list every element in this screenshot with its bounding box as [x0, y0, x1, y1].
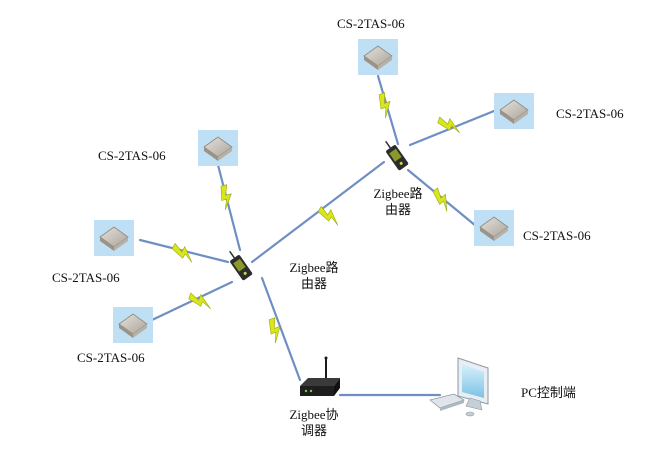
sensor-module-icon [479, 216, 509, 241]
router-label-line2: 由器 [384, 202, 411, 217]
link-router1-router2 [250, 160, 386, 264]
zigbee-router-icon [385, 140, 409, 171]
router-label-line1: Zigbee路 [373, 186, 423, 201]
sensor-label: CS-2TAS-06 [98, 148, 166, 163]
sensor-label: CS-2TAS-06 [77, 350, 145, 365]
router-label-line2: 由器 [300, 276, 327, 291]
wireless-icon [220, 184, 232, 210]
link-router1-sensor-top [216, 163, 242, 252]
wireless-icon [378, 92, 391, 119]
zigbee-coordinator-icon [300, 356, 340, 396]
router-label: Zigbee路 由器 [366, 186, 430, 218]
wireless-icon [188, 292, 211, 310]
wireless-icon [268, 317, 281, 344]
pc-label: PC控制端 [521, 385, 576, 400]
link-router1-coordinator [260, 276, 302, 382]
wireless-icon [432, 187, 448, 212]
sensor-label: CS-2TAS-06 [523, 228, 591, 243]
sensor-node-left-bottom [113, 307, 153, 343]
wireless-icon [437, 116, 460, 134]
wireless-icon [317, 205, 339, 226]
sensor-node-right-bottom [474, 210, 514, 246]
sensor-module-icon [118, 313, 148, 338]
link-router2-sensor-top [376, 74, 400, 146]
sensor-module-icon [363, 45, 393, 70]
pc-computer-icon [429, 357, 489, 417]
sensor-label: CS-2TAS-06 [556, 106, 624, 121]
coordinator-label-line1: Zigbee协 [289, 407, 339, 422]
sensor-label: CS-2TAS-06 [337, 16, 405, 31]
zigbee-router-icon [229, 250, 253, 281]
sensor-label: CS-2TAS-06 [52, 270, 120, 285]
router-label-line1: Zigbee路 [289, 260, 339, 275]
sensor-module-icon [203, 136, 233, 161]
sensor-node-right-top [494, 93, 534, 129]
sensor-node-left-middle [94, 220, 134, 256]
wireless-icon [171, 242, 193, 263]
coordinator-label: Zigbee协 调器 [282, 407, 346, 439]
sensor-node-left-top [198, 130, 238, 166]
sensor-node-top-center [358, 39, 398, 75]
coordinator-label-line2: 调器 [300, 423, 327, 438]
link-router2-sensor-right [408, 109, 496, 147]
router-label: Zigbee路 由器 [282, 260, 346, 292]
sensor-module-icon [99, 226, 129, 251]
sensor-module-icon [499, 99, 529, 124]
